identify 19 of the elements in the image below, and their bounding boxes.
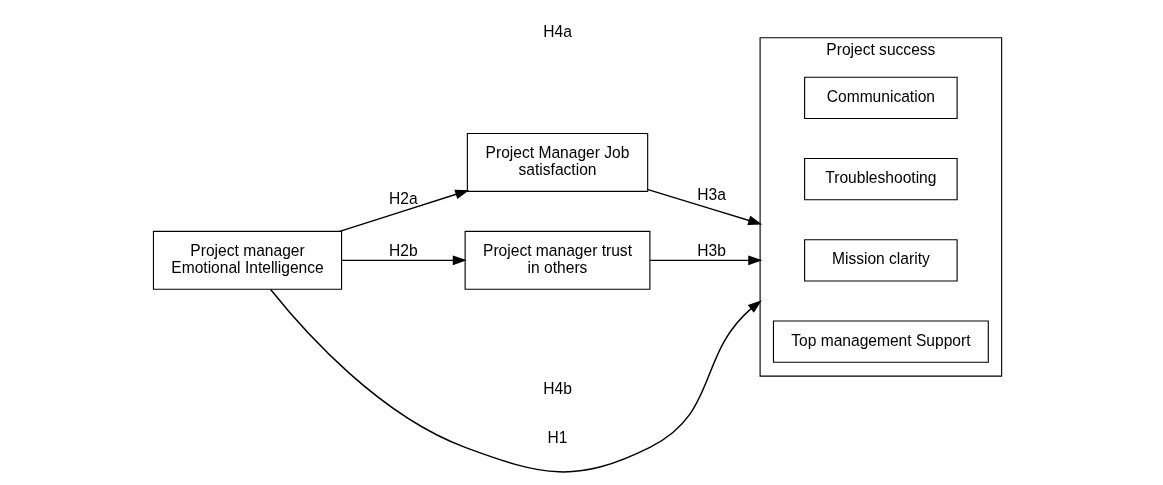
- arrow: [646, 188, 762, 226]
- label: H4a: [542, 23, 572, 41]
- arrow: [649, 255, 762, 266]
- label: H4b: [542, 379, 572, 397]
- edge-label: H2a: [388, 189, 418, 207]
- edge-label: H1: [547, 429, 567, 447]
- node-box: Top management Support: [772, 320, 989, 363]
- node-box: Mission clarity: [803, 239, 958, 282]
- edge-label: H3b: [696, 242, 726, 260]
- node-box: Communication: [803, 76, 958, 119]
- edge-label: H2b: [388, 242, 418, 260]
- node-box: Project Manager Job satisfaction: [466, 132, 648, 192]
- arrow: [340, 255, 467, 266]
- edge-label: H3a: [696, 186, 726, 204]
- arrow: [338, 189, 469, 233]
- node-box: Troubleshooting: [803, 157, 958, 201]
- node-box: Project manager trust in others: [464, 230, 650, 290]
- arrow: [269, 288, 762, 473]
- node-box: Project manager Emotional Intelligence: [152, 230, 342, 290]
